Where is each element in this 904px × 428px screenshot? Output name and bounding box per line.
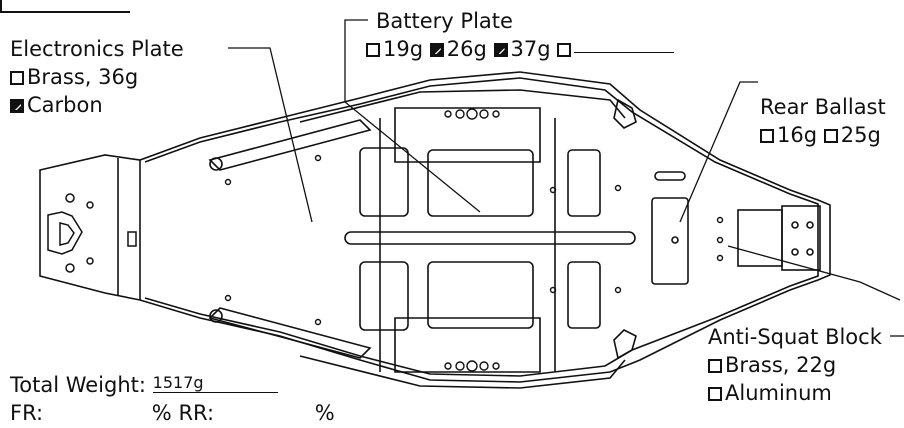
checkbox-empty-icon[interactable] [708, 387, 722, 401]
center-slot [344, 231, 636, 245]
anti-squat-option-brass: Brass, 22g [708, 352, 836, 378]
checkbox-empty-icon[interactable] [10, 71, 24, 85]
total-weight-row: Total Weight: 1517g [10, 372, 278, 398]
total-weight-label: Total Weight: [10, 373, 146, 397]
electronics-option-brass: Brass, 36g [10, 64, 138, 90]
electronics-plate-title: Electronics Plate [10, 37, 184, 61]
battery-cutouts [359, 107, 601, 373]
battery-plate-label: Battery Plate [376, 8, 513, 34]
fr-label: FR: [10, 401, 44, 425]
corner-frame [0, 0, 130, 13]
screw-holes [224, 108, 724, 372]
checkbox-empty-icon[interactable] [557, 43, 572, 57]
anti-squat-block [737, 205, 821, 271]
checkbox-empty-icon[interactable] [366, 43, 380, 57]
rr-label: RR: [178, 401, 215, 425]
weight-distribution-row: FR: % RR: % [10, 400, 335, 426]
battery-plate-title: Battery Plate [376, 9, 513, 33]
rear-ballast-title: Rear Ballast [760, 95, 886, 119]
rear-ballast-options: 16g 25g [760, 122, 881, 148]
rear-ballast-opt1: 16g [777, 123, 818, 147]
anti-squat-label: Anti-Squat Block [708, 324, 882, 350]
checkbox-checked-icon[interactable] [429, 43, 444, 57]
checkbox-checked-icon[interactable] [493, 43, 508, 57]
total-weight-field[interactable]: 1517g [152, 372, 278, 393]
total-weight-value: 1517g [152, 373, 204, 392]
checkbox-empty-icon[interactable] [760, 129, 774, 143]
electronics-option-carbon-text: Carbon [27, 93, 103, 117]
rr-percent: % [314, 401, 335, 425]
rear-ballast-block [651, 171, 689, 285]
rear-ballast-label: Rear Ballast [760, 94, 886, 120]
rear-posts [613, 98, 637, 360]
rear-ballast-opt2: 25g [840, 123, 881, 147]
anti-squat-option-aluminum: Aluminum [708, 380, 832, 406]
side-rails [208, 89, 626, 389]
anti-squat-option-aluminum-text: Aluminum [725, 381, 832, 405]
checkbox-empty-icon[interactable] [708, 359, 722, 373]
battery-options: 19g 26g 37g [366, 36, 675, 62]
anti-squat-title: Anti-Squat Block [708, 325, 882, 349]
checkbox-empty-icon[interactable] [823, 129, 838, 143]
checkbox-checked-icon[interactable] [10, 99, 24, 113]
leader-lines [228, 19, 904, 337]
battery-opt3: 37g [510, 37, 551, 61]
fr-percent: % [151, 401, 172, 425]
front-nose [47, 193, 137, 273]
electronics-plate-label: Electronics Plate [10, 36, 184, 62]
electronics-option-carbon: Carbon [10, 92, 103, 118]
anti-squat-option-brass-text: Brass, 22g [725, 353, 837, 377]
battery-custom-blank[interactable] [574, 36, 675, 53]
electronics-option-brass-text: Brass, 36g [27, 65, 139, 89]
battery-opt1: 19g [383, 37, 424, 61]
battery-opt2: 26g [446, 37, 487, 61]
